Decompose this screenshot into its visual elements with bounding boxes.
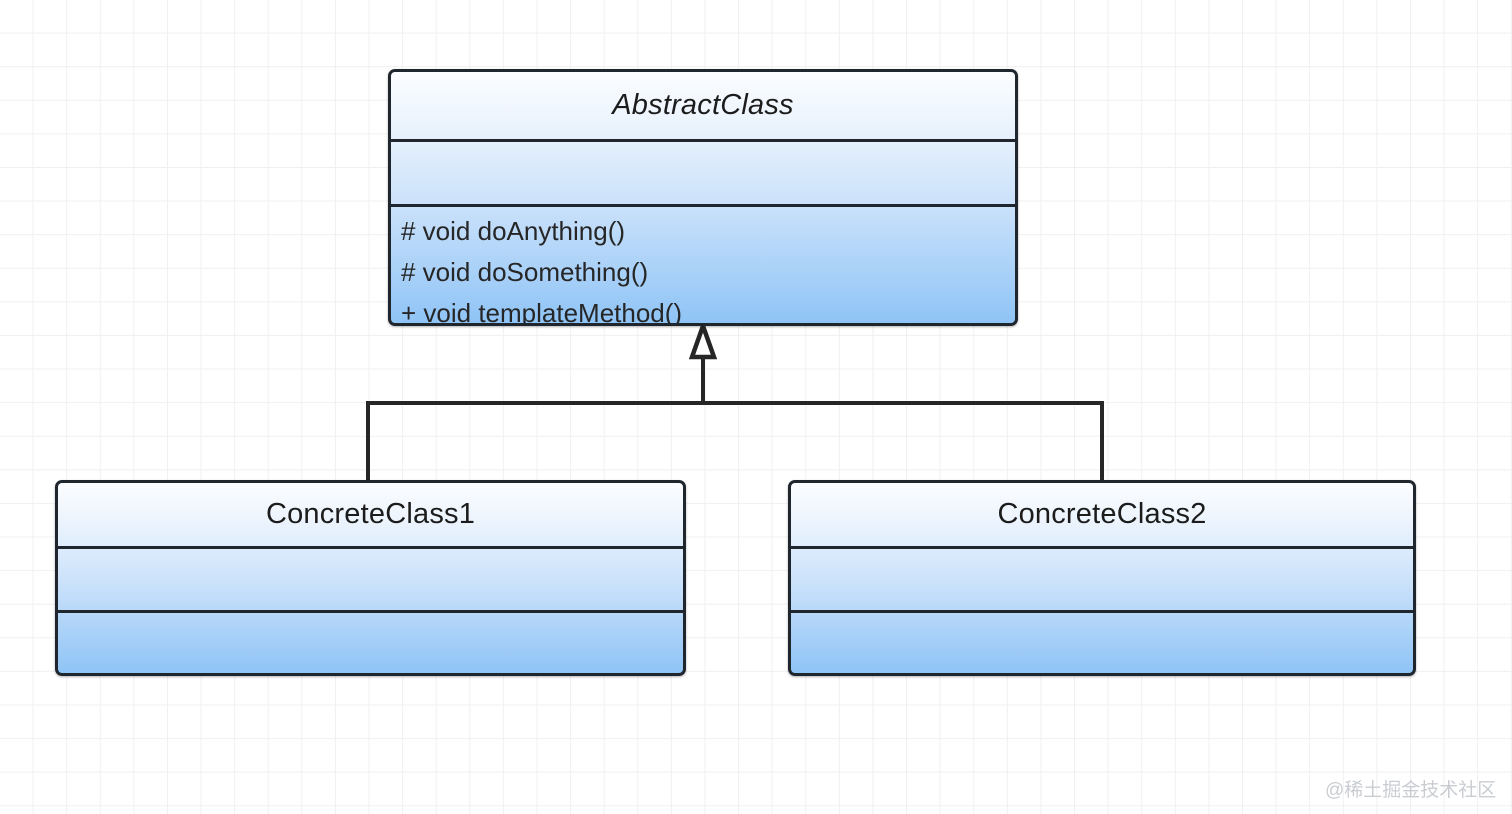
generalization-branch-right xyxy=(1100,401,1104,483)
class-title-concrete-class-1: ConcreteClass1 xyxy=(265,498,476,530)
class-attributes-concrete-class-2 xyxy=(791,546,1413,610)
class-attributes-concrete-class-1 xyxy=(58,546,683,610)
generalization-stem xyxy=(701,352,705,405)
method-do-something: # void doSomething() xyxy=(401,257,649,287)
class-attributes-abstract-class xyxy=(391,139,1015,204)
generalization-branch-left xyxy=(366,401,370,483)
watermark-label: @稀土掘金技术社区 xyxy=(1325,780,1497,801)
method-template-method: + void templateMethod() xyxy=(401,298,683,326)
generalization-bus xyxy=(366,401,1104,405)
class-box-concrete-class-1[interactable]: ConcreteClass1 xyxy=(55,480,686,676)
method-do-anything: # void doAnything() xyxy=(401,216,626,246)
class-box-concrete-class-2[interactable]: ConcreteClass2 xyxy=(788,480,1416,676)
generalization-arrowhead-icon xyxy=(688,319,718,360)
class-methods-concrete-class-1 xyxy=(58,610,683,673)
class-title-abstract-class: AbstractClass xyxy=(612,89,794,121)
class-title-concrete-class-2: ConcreteClass2 xyxy=(997,498,1207,530)
class-methods-concrete-class-2 xyxy=(791,610,1413,673)
class-box-abstract-class[interactable]: AbstractClass # void doAnything() # void… xyxy=(388,69,1018,326)
class-methods-abstract-class: # void doAnything() # void doSomething()… xyxy=(391,204,1015,326)
